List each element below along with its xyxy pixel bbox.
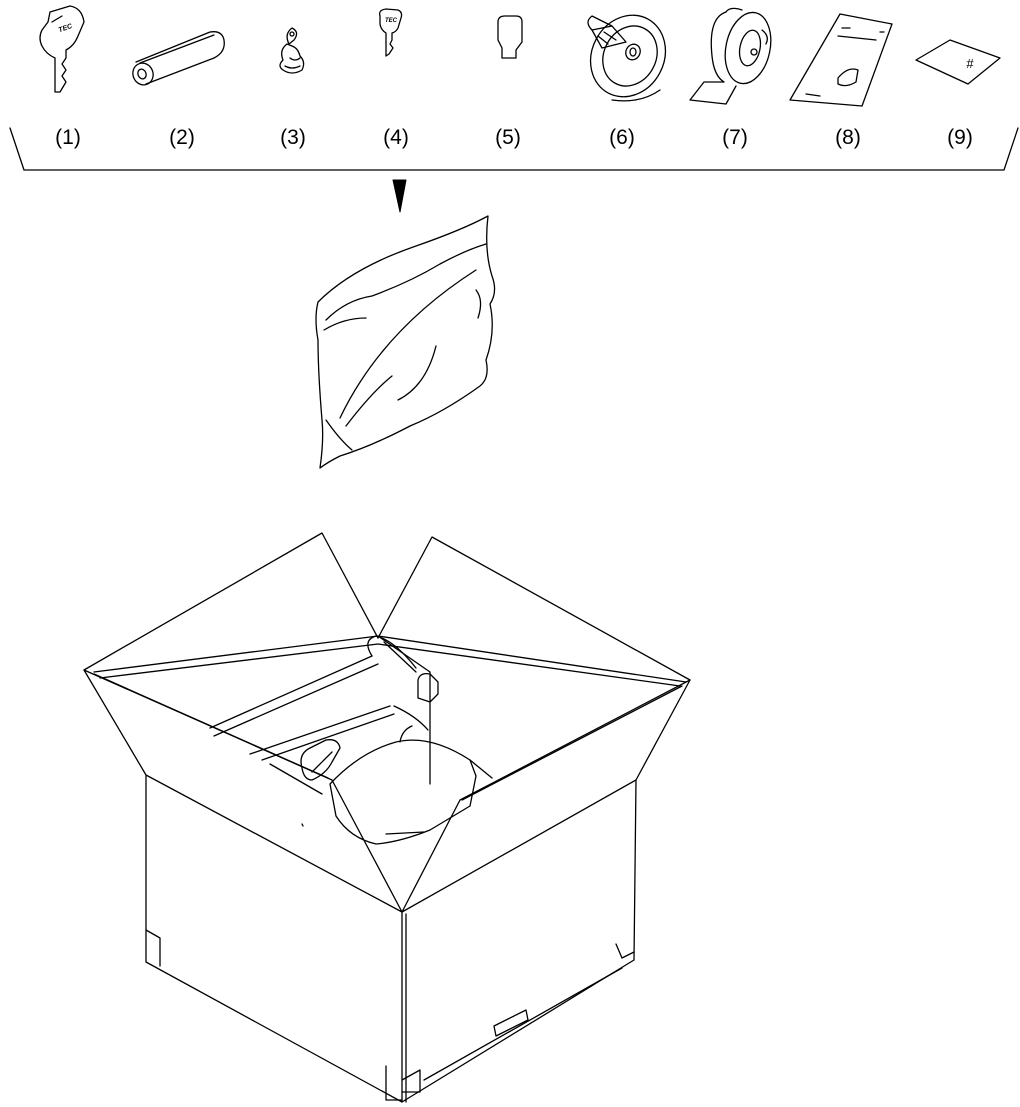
card-icon: # (915, 39, 1001, 85)
large-key-icon: TEC (39, 5, 85, 93)
item-label-4: (4) (383, 126, 409, 149)
item-label-2: (2) (169, 126, 195, 149)
grouping-bracket (9, 127, 1019, 171)
item-label-5: (5) (495, 126, 521, 149)
item-label-8: (8) (835, 126, 861, 149)
key-logo-text: TEC (58, 23, 74, 35)
cap-icon (497, 15, 523, 59)
item-label-9: (9) (947, 126, 973, 149)
plastic-bag-icon (315, 215, 496, 469)
down-arrow-icon (392, 179, 407, 213)
item-label-6: (6) (609, 126, 635, 149)
small-key-icon: TEC (378, 8, 403, 57)
paper-roll-icon (689, 7, 772, 105)
item-label-1: (1) (55, 126, 81, 149)
cardboard-box (83, 532, 691, 1103)
manual-sheet-icon (789, 13, 893, 107)
card-symbol-text: # (966, 56, 974, 71)
item-label-7: (7) (722, 126, 748, 149)
item-labels: (1) (2) (3) (4) (5) (6) (7) (8) (9) (55, 126, 973, 149)
spool-icon (587, 14, 667, 102)
small-key-logo-text: TEC (385, 18, 398, 24)
battery-roll-icon (132, 31, 225, 86)
small-part-icon (279, 27, 305, 74)
item-label-3: (3) (280, 126, 306, 149)
